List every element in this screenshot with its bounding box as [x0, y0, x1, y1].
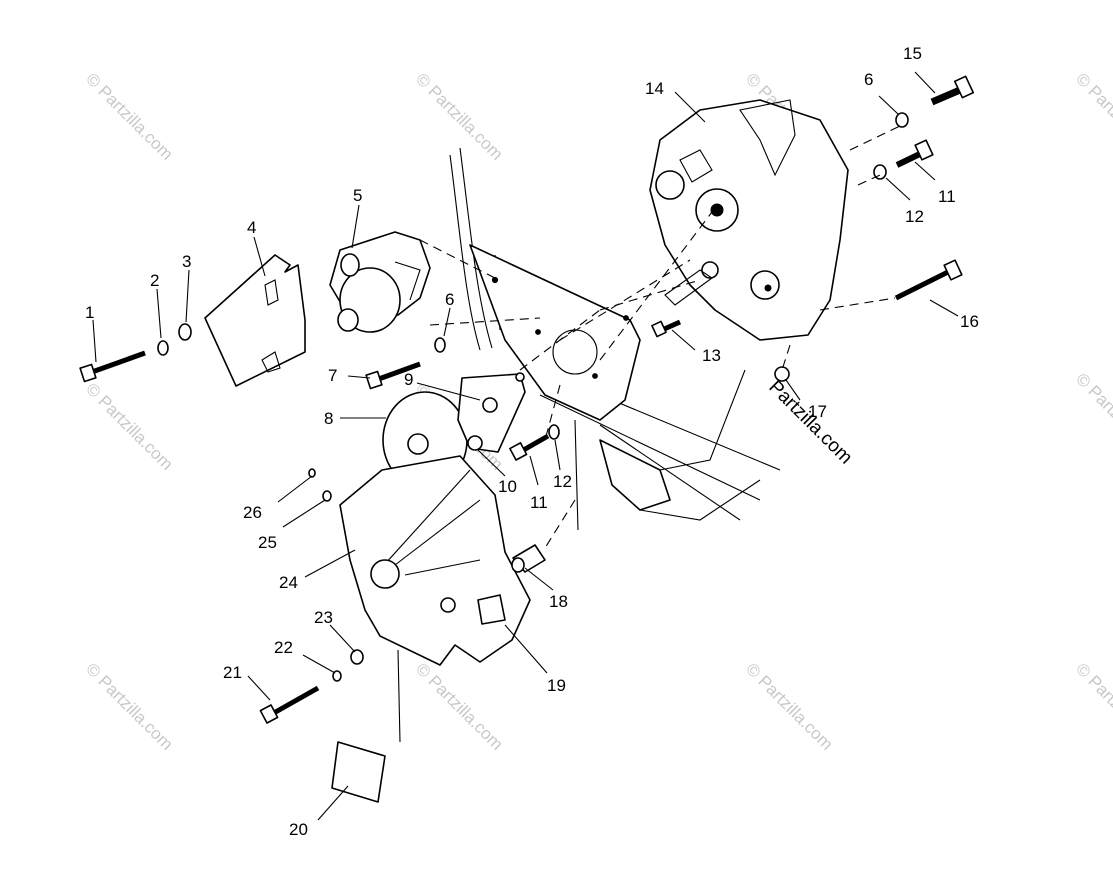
shield-plate: [204, 254, 306, 387]
callout-9: 9: [404, 370, 413, 389]
washer-2: [157, 340, 169, 356]
washer-6-right: [895, 112, 909, 128]
watermark: © Partzilla.com: [742, 659, 836, 753]
assembly-lines: [397, 124, 903, 743]
callout-5: 5: [353, 186, 362, 205]
callout-6-right: 6: [864, 70, 873, 89]
callout-23: 23: [314, 608, 333, 627]
callout-4: 4: [247, 218, 256, 237]
bolt-16: [894, 259, 963, 301]
callout-11-lower: 11: [530, 493, 548, 512]
washer-12-upper: [873, 164, 887, 180]
washer-12-lower: [548, 424, 560, 440]
callout-26: 26: [243, 503, 262, 522]
nut-17: [774, 366, 790, 382]
nut-10: [467, 435, 483, 451]
callout-25: 25: [258, 533, 277, 552]
decal: [331, 741, 386, 803]
callout-16: 16: [960, 312, 979, 331]
callout-17: 17: [808, 402, 827, 421]
washer-3: [178, 323, 192, 341]
callout-13: 13: [702, 346, 721, 365]
callout-12-upper: 12: [905, 207, 924, 226]
washer-25: [322, 490, 332, 502]
washer-22: [332, 670, 342, 682]
callout-6-left: 6: [445, 290, 454, 309]
callout-14: 14: [645, 79, 664, 98]
bolt-13: [651, 319, 682, 338]
frame-bracket: [599, 369, 761, 521]
leaders: [92, 71, 959, 821]
watermark: © Partzilla.com: [1072, 69, 1113, 163]
bolt-1: [79, 350, 146, 383]
bolt-11-upper: [895, 139, 934, 168]
spacer: [511, 544, 546, 573]
gearbox-housing: [649, 99, 849, 341]
callout-22: 22: [274, 638, 293, 657]
watermark: © Partzilla.com: [82, 659, 176, 753]
callouts: 1 2 3 4 5 6 7 8 9 10 11 12 13 14 6 15 11…: [85, 44, 979, 839]
fasteners: [79, 75, 975, 724]
bolt-11-lower: [509, 433, 550, 461]
callout-12-lower: 12: [553, 472, 572, 491]
screw-26: [308, 468, 316, 478]
washer-23: [350, 649, 364, 665]
callout-20: 20: [289, 820, 308, 839]
watermark: © Partzilla.com: [82, 69, 176, 163]
bearing-plate: [457, 372, 526, 453]
callout-11-upper: 11: [938, 187, 956, 206]
brand-label: Partzilla.com: [764, 377, 856, 469]
watermark: © Partzilla.com: [412, 659, 506, 753]
mounting-plate: [469, 244, 641, 421]
bolt-15: [930, 75, 975, 106]
watermark: © Partzilla.com: [82, 379, 176, 473]
callout-1: 1: [85, 303, 94, 322]
washer-6-left: [434, 337, 446, 353]
bolt-7: [365, 361, 421, 390]
callout-3: 3: [182, 252, 191, 271]
callout-2: 2: [150, 271, 159, 290]
watermark: © Partzilla.com: [412, 69, 506, 163]
callout-15: 15: [903, 44, 922, 63]
belt-cover: [339, 455, 531, 666]
callout-24: 24: [279, 573, 298, 592]
bolt-21: [259, 685, 320, 724]
watermark: © Partzilla.com: [1072, 659, 1113, 753]
callout-19: 19: [547, 676, 566, 695]
callout-18: 18: [549, 592, 568, 611]
motor: [329, 231, 431, 333]
callout-7: 7: [328, 366, 337, 385]
callout-8: 8: [324, 409, 333, 428]
callout-10: 10: [498, 477, 517, 496]
callout-21: 21: [223, 663, 242, 682]
watermark: © Partzilla.com: [1072, 369, 1113, 463]
